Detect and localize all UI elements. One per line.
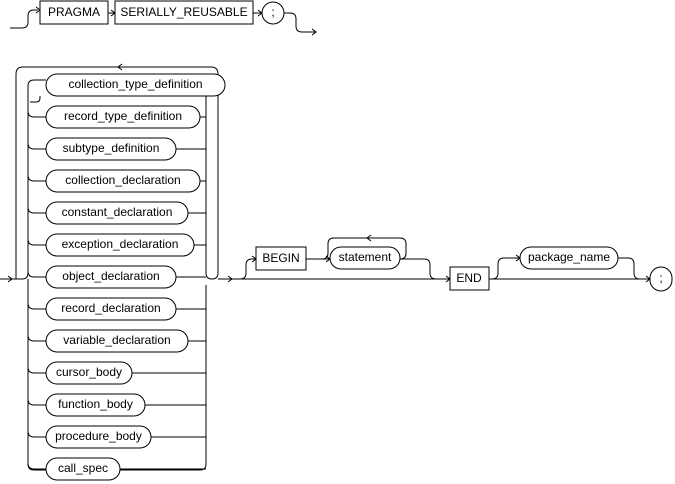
declaration-box bbox=[45, 329, 189, 353]
declaration-box bbox=[45, 425, 152, 449]
declaration-box bbox=[45, 201, 189, 225]
declaration-box bbox=[45, 137, 177, 161]
declaration-label: function_body bbox=[58, 397, 133, 411]
declaration-box bbox=[45, 297, 177, 321]
declaration-item: collection_declaration bbox=[27, 169, 206, 193]
declaration-box bbox=[45, 265, 177, 289]
declaration-box bbox=[45, 105, 201, 129]
declaration-label: record_declaration bbox=[61, 301, 160, 315]
final-terminator: ; bbox=[659, 271, 662, 285]
declaration-label: exception_declaration bbox=[62, 237, 179, 251]
declaration-box bbox=[45, 73, 226, 97]
declaration-item: call_spec bbox=[27, 457, 206, 481]
declaration-item: object_declaration bbox=[27, 265, 206, 289]
declaration-label: collection_declaration bbox=[65, 173, 180, 187]
declaration-item: record_declaration bbox=[27, 297, 206, 321]
begin-keyword: BEGIN bbox=[262, 251, 299, 265]
declaration-box bbox=[45, 361, 133, 385]
declaration-item: procedure_body bbox=[27, 425, 206, 449]
declaration-box bbox=[45, 169, 201, 193]
declaration-box bbox=[45, 233, 195, 257]
declaration-item: exception_declaration bbox=[27, 233, 206, 257]
declaration-label: object_declaration bbox=[62, 269, 159, 283]
declaration-item: subtype_definition bbox=[27, 137, 206, 161]
end-keyword: END bbox=[456, 271, 482, 285]
declaration-box bbox=[45, 457, 121, 481]
pragma-terminator: ; bbox=[271, 5, 274, 19]
declaration-item: constant_declaration bbox=[27, 201, 206, 225]
pragma-keyword: PRAGMA bbox=[48, 5, 100, 19]
declaration-item: function_body bbox=[27, 393, 206, 417]
declaration-label: procedure_body bbox=[55, 429, 142, 443]
declaration-item: variable_declaration bbox=[27, 329, 206, 353]
declarations-group: collection_type_definition record_type_de… bbox=[0, 63, 226, 481]
declaration-label: record_type_definition bbox=[64, 109, 182, 123]
declaration-label: cursor_body bbox=[56, 365, 122, 379]
package-name-label: package_name bbox=[528, 250, 610, 264]
declaration-box bbox=[45, 393, 146, 417]
serially-reusable-keyword: SERIALLY_REUSABLE bbox=[120, 5, 247, 19]
declaration-label: collection_type_definition bbox=[68, 77, 202, 91]
declaration-label: variable_declaration bbox=[63, 333, 170, 347]
declaration-item: cursor_body bbox=[27, 361, 206, 385]
declaration-label: constant_declaration bbox=[62, 205, 173, 219]
declaration-item: collection_type_definition bbox=[45, 73, 226, 97]
statement-box bbox=[329, 246, 401, 270]
declaration-item: record_type_definition bbox=[27, 105, 206, 129]
pragma-row: PRAGMA SERIALLY_REUSABLE ; bbox=[10, 0, 317, 36]
statement-label: statement bbox=[339, 250, 392, 264]
body-section: BEGIN statement END package_name ; bbox=[218, 234, 673, 292]
final-terminator-box bbox=[649, 266, 673, 292]
declaration-label: subtype_definition bbox=[63, 141, 160, 155]
declaration-label: call_spec bbox=[58, 461, 108, 475]
